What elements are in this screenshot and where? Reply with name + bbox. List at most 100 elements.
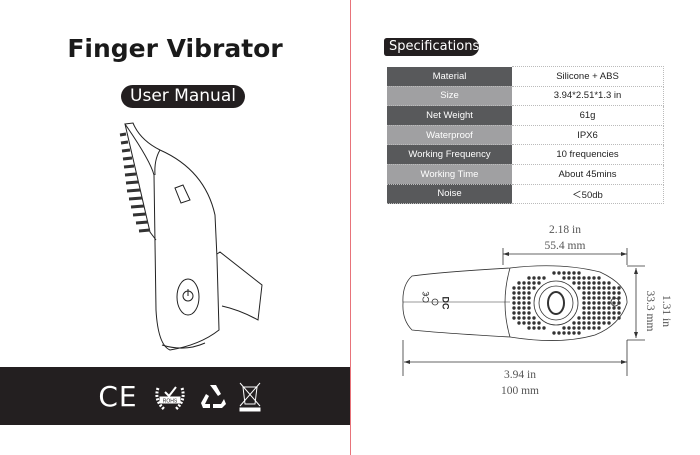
- texture-dot: [592, 316, 596, 320]
- texture-dot: [577, 331, 581, 335]
- texture-dot: [577, 271, 581, 275]
- spec-label: Working Time: [387, 164, 512, 185]
- texture-dot: [527, 301, 531, 305]
- texture-dot: [597, 281, 601, 285]
- texture-dot: [577, 321, 581, 325]
- texture-dot: [602, 281, 606, 285]
- texture-dot: [607, 311, 611, 315]
- certification-band: [0, 367, 350, 425]
- texture-dot: [577, 276, 581, 280]
- texture-dot: [582, 311, 586, 315]
- texture-dot: [617, 311, 621, 315]
- texture-dot: [522, 291, 526, 295]
- texture-dot: [562, 271, 566, 275]
- texture-dot: [512, 286, 516, 290]
- texture-dot: [527, 316, 531, 320]
- height-mm: 33.3 mm: [644, 290, 656, 332]
- texture-dot: [597, 316, 601, 320]
- texture-dot: [612, 311, 616, 315]
- spec-value: About 45mins: [512, 163, 664, 185]
- texture-dot: [597, 311, 601, 315]
- texture-dot: [587, 316, 591, 320]
- texture-dot: [597, 306, 601, 310]
- texture-dot: [592, 291, 596, 295]
- texture-dot: [512, 311, 516, 315]
- texture-dot: [617, 316, 621, 320]
- texture-dot: [592, 281, 596, 285]
- texture-dot: [562, 331, 566, 335]
- texture-dot: [582, 291, 586, 295]
- spec-label: Working Frequency: [387, 144, 512, 165]
- texture-dot: [582, 296, 586, 300]
- dc-port-label: DC: [440, 296, 451, 310]
- texture-dot: [527, 296, 531, 300]
- texture-dot: [592, 301, 596, 305]
- texture-dot: [522, 321, 526, 325]
- device-side-illustration: [119, 122, 263, 351]
- weee-bin-icon: [236, 378, 264, 414]
- texture-dot: [557, 271, 561, 275]
- ce-mark-icon: CE: [98, 379, 138, 413]
- texture-dot: [582, 316, 586, 320]
- texture-dot: [527, 306, 531, 310]
- texture-dot: [537, 276, 541, 280]
- texture-dot: [527, 311, 531, 315]
- spec-value: Silicone + ABS: [512, 66, 664, 87]
- texture-dot: [517, 286, 521, 290]
- texture-dot: [542, 326, 546, 330]
- texture-dot: [532, 326, 536, 330]
- texture-dot: [612, 306, 616, 310]
- texture-dot: [517, 291, 521, 295]
- texture-dot: [517, 311, 521, 315]
- texture-dot: [607, 316, 611, 320]
- spec-label: Waterproof: [387, 125, 512, 146]
- length-mm: 100 mm: [500, 385, 539, 397]
- specifications-heading: Specifications: [384, 38, 479, 56]
- texture-dot: [567, 331, 571, 335]
- texture-dot: [602, 286, 606, 290]
- texture-dot: [517, 296, 521, 300]
- texture-dot: [552, 331, 556, 335]
- texture-dot: [597, 291, 601, 295]
- texture-dot: [607, 291, 611, 295]
- table-row: Noise＜50db: [387, 183, 664, 205]
- texture-dot: [522, 306, 526, 310]
- texture-dot: [527, 326, 531, 330]
- texture-dot: [582, 326, 586, 330]
- texture-dot: [567, 326, 571, 330]
- texture-dot: [597, 286, 601, 290]
- texture-dot: [537, 326, 541, 330]
- texture-dot: [537, 321, 541, 325]
- texture-dot: [592, 311, 596, 315]
- height-inches: 1.31 in: [660, 295, 672, 327]
- texture-dot: [602, 316, 606, 320]
- texture-dot: [582, 321, 586, 325]
- texture-dot: [587, 286, 591, 290]
- device-top-dimension-drawing: C€: [402, 248, 645, 376]
- texture-dot: [532, 286, 536, 290]
- texture-dot: [577, 316, 581, 320]
- texture-dot: [577, 326, 581, 330]
- texture-dot: [532, 321, 536, 325]
- texture-dot: [602, 321, 606, 325]
- texture-dot: [597, 296, 601, 300]
- texture-dot: [512, 301, 516, 305]
- texture-dot: [532, 281, 536, 285]
- texture-dot: [587, 301, 591, 305]
- texture-dot: [542, 276, 546, 280]
- texture-dot: [512, 291, 516, 295]
- spec-label: Material: [387, 66, 512, 87]
- svg-text:ROHS: ROHS: [163, 398, 178, 404]
- texture-dot: [557, 331, 561, 335]
- texture-dot: [587, 296, 591, 300]
- texture-dot: [597, 276, 601, 280]
- texture-dot: [602, 296, 606, 300]
- texture-dot: [617, 291, 621, 295]
- texture-dot: [582, 301, 586, 305]
